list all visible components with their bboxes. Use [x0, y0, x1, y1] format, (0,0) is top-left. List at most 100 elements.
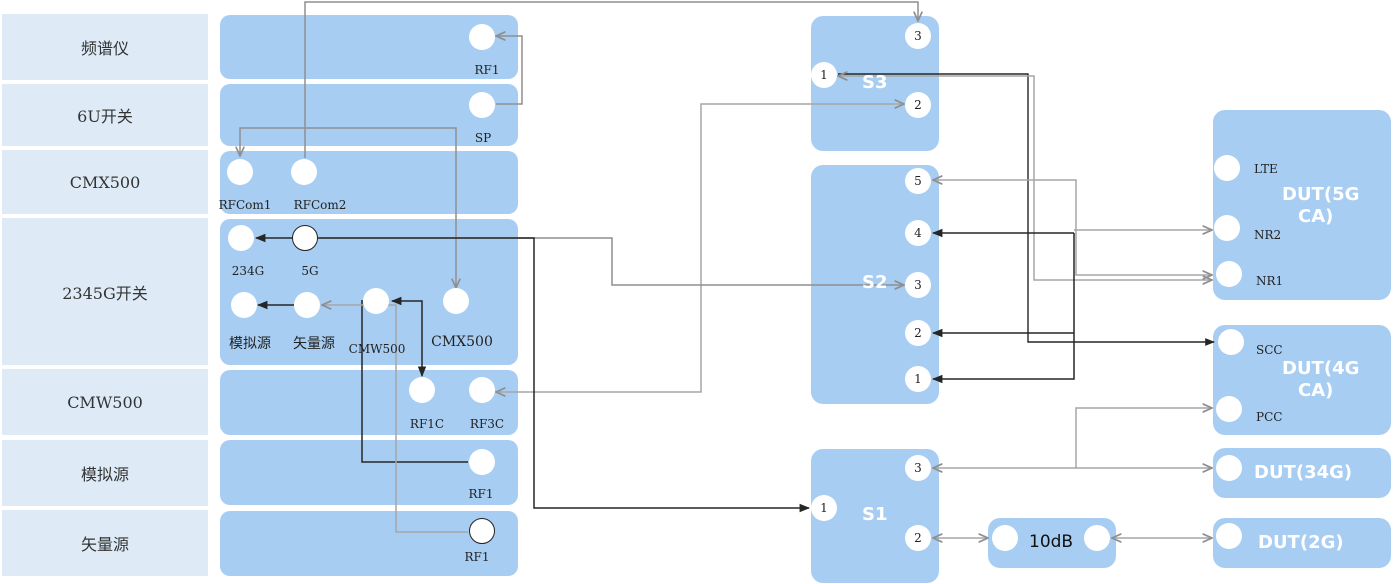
port-label: 5 [914, 174, 922, 188]
row-label-cmx500: CMX500 [2, 150, 208, 214]
port-label: RF1 [474, 63, 500, 77]
dut-5g-title-line2: CA) [1298, 206, 1334, 227]
port-cmw-rf3c[interactable] [469, 377, 495, 403]
dut-5g-title: DUT(5G CA) [1282, 184, 1359, 228]
port-dut5g-lte[interactable] [1214, 155, 1240, 181]
switch-s2-title: S2 [862, 272, 888, 293]
port-dut4g-scc[interactable] [1218, 329, 1244, 355]
dut-34g [1213, 448, 1391, 498]
port-label: LTE [1254, 162, 1278, 176]
wire-234g-s1-1 [254, 233, 811, 513]
row-label-spectrum: 频谱仪 [2, 14, 208, 80]
row-label-text: CMX500 [69, 172, 141, 192]
port-dut2g[interactable] [1216, 523, 1242, 549]
port-dut34g[interactable] [1216, 455, 1242, 481]
port-s1-2[interactable] [905, 525, 931, 551]
wire-cmw500-analog-rf1 [361, 300, 468, 463]
port-label: 3 [914, 278, 922, 292]
port-dut4g-pcc[interactable] [1216, 396, 1242, 422]
port-label: 2 [914, 326, 922, 340]
port-label: 234G [231, 264, 265, 278]
row-label-analog-source: 模拟源 [2, 440, 208, 506]
port-switch-cmx500[interactable] [443, 288, 469, 314]
port-cmx-rfcom2[interactable] [291, 159, 317, 185]
wire-rf3c-s3-2 [496, 104, 904, 392]
wire-rfcom2-s3-3 [304, 1, 918, 158]
dut-5g-title-line1: DUT(5G [1282, 184, 1360, 205]
wire-cmw500-rf1c [390, 296, 427, 378]
port-switch-analog[interactable] [231, 292, 257, 318]
port-label: 3 [914, 29, 922, 43]
row-label-text: 6U开关 [77, 107, 133, 126]
wire-s2-5-nr1 [933, 180, 1212, 275]
port-label: 2 [914, 98, 922, 112]
dut-4g-title: DUT(4G CA) [1282, 358, 1359, 402]
port-label: SP [474, 131, 492, 145]
port-label: RF3C [469, 417, 505, 431]
port-label: RFCom1 [218, 198, 272, 212]
row-label-text: 频谱仪 [80, 39, 129, 58]
port-label: 1 [914, 372, 922, 386]
attenuator-label: 10dB [1029, 532, 1074, 552]
wire-spectrum-6u [496, 36, 523, 105]
port-spectrum-rf1[interactable] [469, 24, 495, 50]
port-label: SCC [1256, 343, 1283, 357]
dut-34g-title: DUT(34G) [1254, 462, 1353, 483]
port-s2-1[interactable] [905, 366, 931, 392]
port-label: 5G [301, 264, 319, 278]
port-label: RFCom2 [293, 198, 347, 212]
port-label: 矢量源 [293, 336, 335, 352]
row-label-6u-switch: 6U开关 [2, 84, 208, 146]
wire-s3-1-nr1 [838, 76, 1212, 280]
port-s3-1[interactable] [811, 62, 837, 88]
wire-rfcom1-cmx500 [240, 127, 456, 288]
row-label-text: 矢量源 [80, 535, 129, 554]
port-label: 1 [820, 68, 828, 82]
dut-4g-title-line1: DUT(4G [1282, 358, 1360, 379]
port-switch-vector[interactable] [294, 292, 320, 318]
port-dut5g-nr1[interactable] [1216, 261, 1242, 287]
port-label: PCC [1256, 410, 1283, 424]
port-s1-1[interactable] [811, 495, 837, 521]
port-label: RF1 [464, 550, 490, 564]
port-s2-3[interactable] [905, 272, 931, 298]
port-vector-rf1[interactable] [469, 518, 495, 544]
port-label: NR1 [1256, 274, 1284, 288]
port-label: RF1C [409, 417, 445, 431]
port-label: CMX500 [431, 334, 493, 350]
port-label: 模拟源 [229, 336, 271, 352]
row-label-text: 2345G开关 [62, 283, 148, 303]
port-switch-234g[interactable] [228, 225, 254, 251]
row-label-cmw500: CMW500 [2, 369, 208, 435]
port-label: RF1 [468, 487, 494, 501]
port-att-in[interactable] [992, 525, 1018, 551]
port-label: 1 [820, 501, 828, 515]
port-s2-5[interactable] [905, 168, 931, 194]
port-s2-4[interactable] [905, 220, 931, 246]
port-label: CMW500 [348, 342, 406, 356]
switch-s1-title: S1 [862, 504, 888, 525]
port-s2-2[interactable] [905, 320, 931, 346]
dut-2g [1213, 518, 1391, 568]
port-cmw-rf1c[interactable] [409, 377, 435, 403]
port-s3-3[interactable] [905, 23, 931, 49]
port-switch-cmw500[interactable] [363, 288, 389, 314]
port-s1-3[interactable] [905, 455, 931, 481]
dut-4g-title-line2: CA) [1298, 380, 1334, 401]
wire-s3-1-scc [838, 73, 1215, 346]
dut-5g-ca [1213, 110, 1391, 300]
wire-vector-source [322, 305, 468, 533]
port-6u-sp[interactable] [469, 92, 495, 118]
wire-s2-1-bus [931, 233, 1075, 384]
port-dut5g-nr2[interactable] [1214, 215, 1240, 241]
port-label: 4 [914, 226, 922, 240]
panel-vector-source [220, 511, 518, 576]
port-switch-5g[interactable] [292, 225, 318, 251]
port-cmx-rfcom1[interactable] [227, 159, 253, 185]
port-s3-2[interactable] [905, 92, 931, 118]
port-analog-rf1[interactable] [469, 449, 495, 475]
dut-2g-title: DUT(2G) [1258, 532, 1344, 553]
port-label: 3 [914, 461, 922, 475]
port-att-out[interactable] [1084, 525, 1110, 551]
